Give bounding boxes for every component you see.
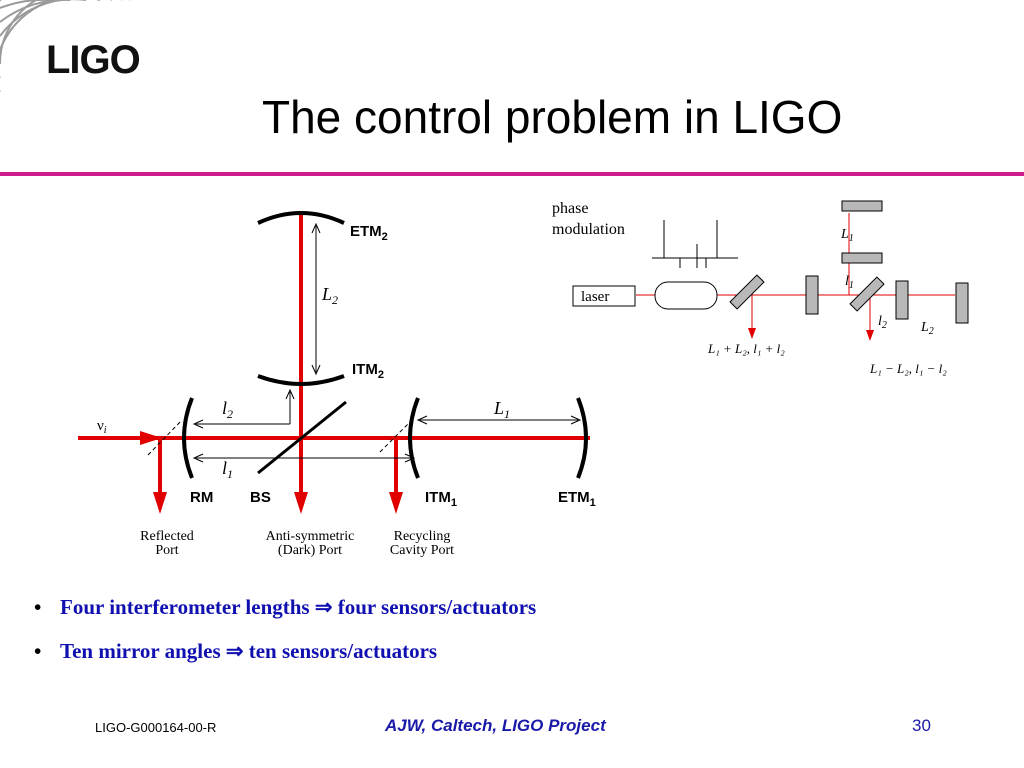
L1-label: L1 xyxy=(493,398,510,421)
bullet-list: •Four interferometer lengths ⇒ four sens… xyxy=(34,592,536,680)
interferometer-diagram: ETM2 ITM2 ITM1 ETM1 RM BS νi L2 l2 l1 L1… xyxy=(78,200,969,558)
etm2-mirror xyxy=(257,211,345,225)
l2-label: l2 xyxy=(222,398,233,421)
itm2-label: ITM2 xyxy=(352,361,384,381)
right-optics xyxy=(729,200,969,324)
nu-label: νi xyxy=(97,418,107,436)
l1-label: l1 xyxy=(222,458,233,481)
L2-label: L2 xyxy=(321,284,338,307)
svg-text:Anti-symmetric: Anti-symmetric xyxy=(266,529,355,544)
bullet-item: •Ten mirror angles ⇒ ten sensors/actuato… xyxy=(34,639,438,663)
itm1-mirror xyxy=(408,397,420,479)
main-beams xyxy=(78,212,590,495)
etm1-label: ETM1 xyxy=(558,489,596,509)
svg-text:(Dark) Port: (Dark) Port xyxy=(278,543,342,558)
rm-mirror xyxy=(182,397,194,479)
etm2-label: ETM2 xyxy=(350,223,388,243)
laser-box xyxy=(572,285,636,307)
modulation-label: modulation xyxy=(552,221,625,238)
port-labels: Reflected Port Anti-symmetric (Dark) Por… xyxy=(140,529,454,558)
svg-text:Recycling: Recycling xyxy=(394,529,451,544)
page-number: 30 xyxy=(912,716,931,735)
bs-label: BS xyxy=(250,489,271,506)
mirrors xyxy=(182,211,588,479)
rm-label: RM xyxy=(190,489,213,506)
modulation-spectrum xyxy=(652,220,738,268)
length-markers xyxy=(192,222,582,463)
sum-port-label: L₁ + L₂, l₁ + l₂ xyxy=(707,341,785,356)
footer-doc-id: LIGO-G000164-00-R xyxy=(95,720,217,735)
laser-label: laser xyxy=(581,289,609,305)
logo-text: LIGO xyxy=(46,38,141,82)
svg-text:Reflected: Reflected xyxy=(140,529,194,544)
slide-title: The control problem in LIGO xyxy=(262,91,843,143)
svg-text:Cavity Port: Cavity Port xyxy=(390,543,454,558)
phase-label: phase xyxy=(552,200,588,217)
port-arrows xyxy=(140,431,403,514)
phase-modulator xyxy=(654,281,718,310)
bs-mirror xyxy=(257,400,347,475)
right-l2-label: l2 xyxy=(878,314,887,331)
title-rule xyxy=(0,172,1024,176)
svg-text:Port: Port xyxy=(155,543,178,558)
right-L1-label: L1 xyxy=(840,227,854,244)
bullet-item: •Four interferometer lengths ⇒ four sens… xyxy=(34,595,537,619)
ligo-logo xyxy=(0,0,130,92)
right-L2-label: L2 xyxy=(920,320,934,337)
right-l1-label: l1 xyxy=(845,274,854,291)
footer-author: AJW, Caltech, LIGO Project xyxy=(385,716,606,735)
itm2-mirror xyxy=(257,374,345,386)
itm1-label: ITM1 xyxy=(425,489,457,509)
diff-port-label: L₁ − L₂, l₁ − l₂ xyxy=(869,361,947,376)
etm1-mirror xyxy=(576,397,588,479)
